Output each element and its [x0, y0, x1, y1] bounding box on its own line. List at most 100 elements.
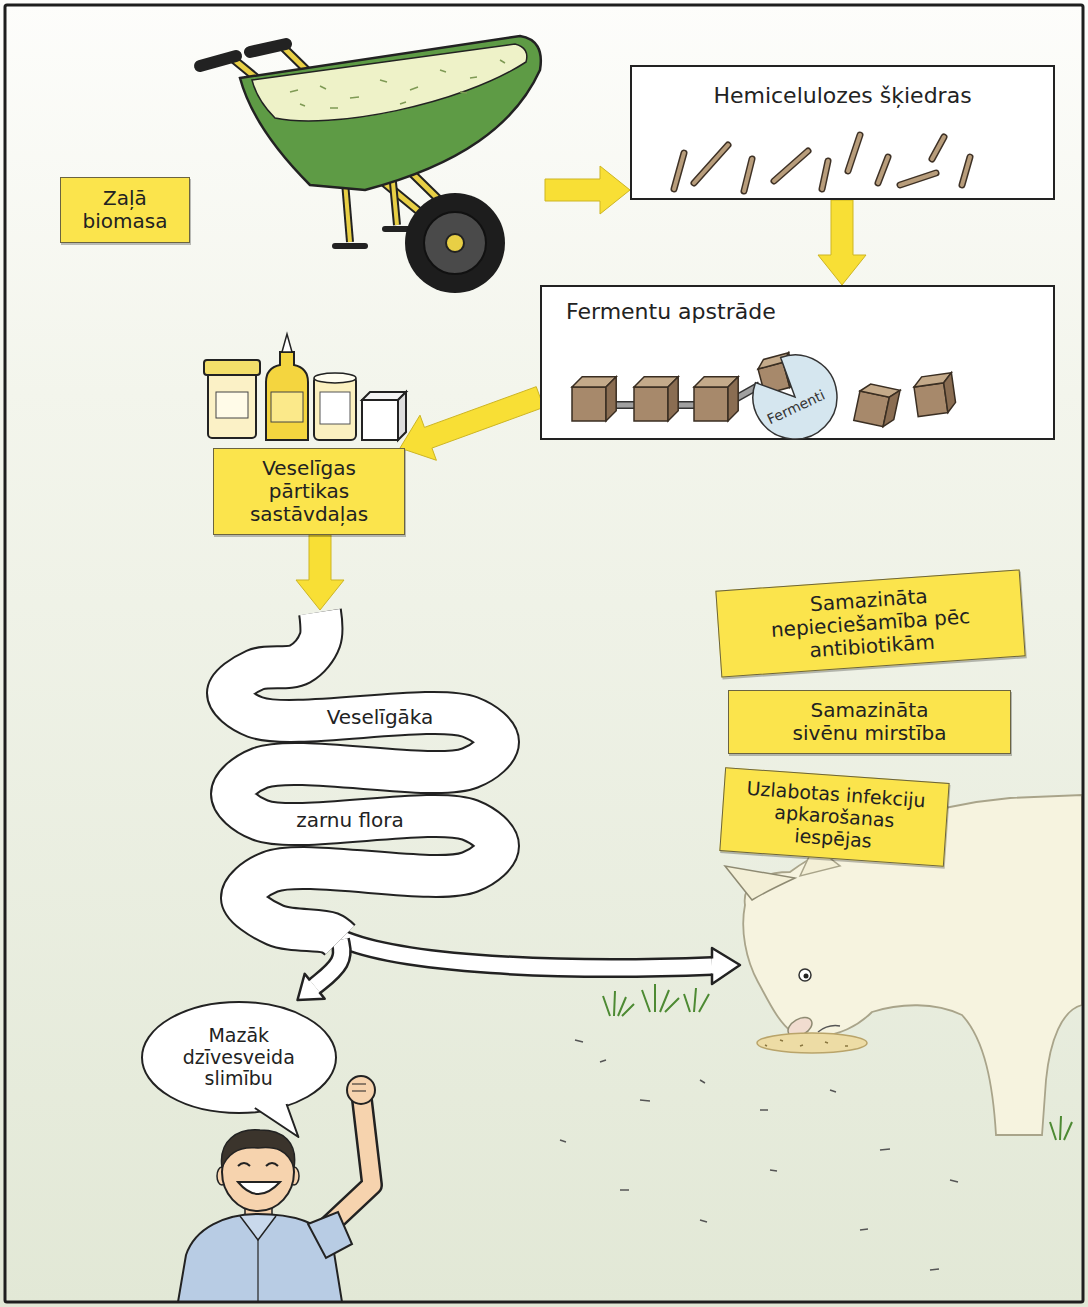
flow-arrow — [818, 200, 866, 285]
arm-outline — [322, 1100, 372, 1232]
fiber-outline — [744, 159, 752, 191]
fiber-outline — [932, 137, 944, 159]
biomass-speckles — [290, 60, 505, 108]
intestine-label: Veselīgāka — [327, 706, 434, 729]
intestine-shape: Veselīgāka zarnu flora — [205, 610, 525, 940]
wheel-hub — [446, 234, 464, 252]
benefit-box: Samazināta nepieciešamība pēc antibiotik… — [715, 569, 1025, 677]
flow-arrow — [400, 387, 544, 461]
fiber — [878, 157, 888, 183]
fiber-outline — [674, 153, 684, 189]
cube-side — [668, 377, 678, 421]
sugar-cube — [634, 377, 678, 421]
intestine — [228, 612, 498, 940]
box-label: Samazināta sivēnu mirstība — [777, 699, 962, 745]
leg — [345, 182, 350, 242]
speech-bubble-tail — [255, 1104, 299, 1137]
fiber-outline — [900, 173, 936, 185]
foot — [385, 226, 410, 232]
fist-fingers — [352, 1084, 366, 1091]
process-box: Hemicelulozes šķiedras — [630, 65, 1055, 200]
block-arrow — [818, 200, 866, 285]
cube-side — [728, 377, 738, 421]
fiber-outline — [878, 157, 888, 183]
enzyme-pacman-art — [737, 352, 847, 437]
benefit-box: Uzlabotas infekciju apkarošanas iespējas — [719, 767, 949, 866]
jar-lid — [204, 360, 260, 375]
biomass-load — [252, 44, 527, 121]
box-label: Samazināta nepieciešamība pēc antibiotik… — [748, 581, 992, 667]
sugar-cube — [572, 377, 616, 421]
flow-arrow — [296, 535, 344, 610]
can — [314, 376, 356, 440]
fiber — [932, 137, 944, 159]
cube-front — [572, 387, 606, 421]
block-arrow — [400, 387, 544, 461]
speech-bubble — [142, 1002, 336, 1113]
intestine-inside — [228, 612, 498, 940]
jar — [208, 372, 256, 438]
sugar-cube — [913, 373, 957, 417]
placket — [257, 1240, 258, 1302]
fiber — [962, 157, 970, 185]
ground-marks — [560, 1040, 958, 1270]
box-front — [362, 400, 398, 440]
foot — [335, 243, 365, 249]
grass-tuft — [642, 984, 679, 1012]
hair — [221, 1130, 294, 1168]
can-top — [314, 373, 356, 383]
sugar-cube — [854, 382, 900, 428]
smile — [238, 1182, 280, 1194]
cube-side — [606, 377, 616, 421]
sleeve — [308, 1212, 352, 1258]
arrow-outline — [340, 938, 712, 968]
pig-ear — [725, 866, 795, 900]
food-crumbs — [765, 1040, 848, 1046]
wheelbarrow — [200, 36, 541, 293]
bubble-text: Mazāk dzīvesveida slimību — [176, 1025, 301, 1091]
block-arrow — [545, 166, 630, 214]
fiber — [848, 135, 860, 171]
fiber — [694, 145, 728, 183]
label-box: Zaļā biomasa — [60, 177, 190, 243]
box-label: Uzlabotas infekciju apkarošanas iespējas — [735, 777, 934, 856]
handle-grip — [250, 44, 286, 52]
box-title: Fermentu apstrāde — [542, 287, 1053, 324]
pig-pupil — [804, 974, 809, 979]
cube-side — [942, 373, 956, 413]
cube-front — [914, 383, 948, 417]
arrowhead — [712, 948, 740, 984]
enzyme-shape — [753, 355, 837, 439]
frame — [5, 5, 1083, 1302]
cube-side — [883, 388, 900, 428]
process-box: Veselīgas pārtikas sastāvdaļas — [213, 448, 405, 535]
collar — [240, 1216, 276, 1240]
food-pile — [757, 1033, 867, 1053]
intestine-label: zarnu flora — [296, 809, 404, 832]
block-arrow — [296, 535, 344, 610]
box-title: Hemicelulozes šķiedras — [632, 67, 1053, 108]
pig-mouth — [818, 1026, 840, 1032]
biomass-group: Zaļā biomasa — [55, 35, 545, 295]
leg — [345, 182, 350, 242]
sugar-cube — [694, 377, 738, 421]
cube-front — [634, 387, 668, 421]
fiber-outline — [822, 161, 828, 189]
jar-label — [216, 392, 248, 418]
arrowhead — [298, 974, 325, 1000]
fist — [347, 1076, 375, 1104]
fiber — [674, 153, 684, 189]
grass-tuft — [603, 991, 634, 1016]
enzyme-pacman: Fermenti — [737, 352, 847, 437]
wheel — [405, 193, 505, 293]
fiber — [744, 159, 752, 191]
bottle-label — [271, 392, 303, 422]
handle-grip — [200, 56, 236, 66]
food-ingredients — [204, 334, 406, 440]
fiber-outline — [774, 151, 808, 181]
arrow-body — [340, 938, 712, 968]
pig-eye — [799, 969, 811, 981]
flow-arrow — [545, 166, 630, 214]
box-side — [398, 392, 406, 440]
